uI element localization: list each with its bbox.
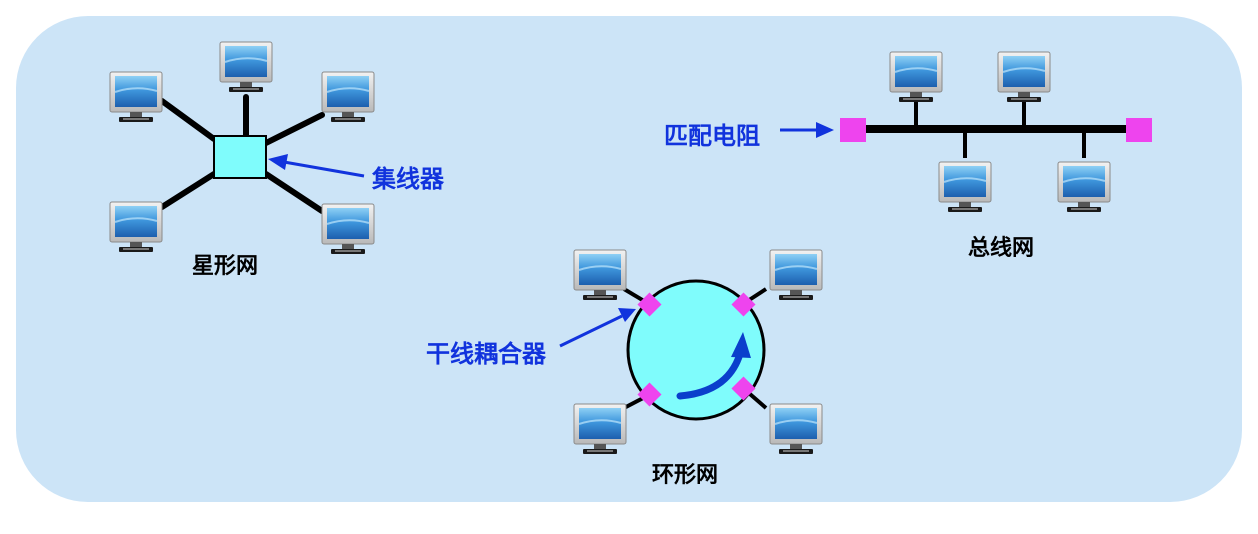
terminator-icon bbox=[1126, 118, 1152, 142]
background-panel bbox=[16, 16, 1242, 502]
hub-icon bbox=[213, 135, 267, 179]
ring-network: 干线耦合器 环形网 bbox=[426, 249, 823, 488]
bus-drop-cables bbox=[914, 100, 1086, 158]
coupler-pointer-arrow bbox=[559, 314, 623, 348]
terminator-icon bbox=[840, 118, 866, 142]
direction-arrowhead bbox=[731, 332, 751, 358]
direction-arrow-icon bbox=[676, 350, 744, 400]
bus-network-title: 总线网 bbox=[968, 235, 1034, 261]
star-network-title: 星形网 bbox=[192, 254, 258, 279]
bus-network: 匹配电阻 总线网 bbox=[664, 51, 1152, 261]
terminator-pointer-arrowhead bbox=[816, 122, 834, 138]
hub-pointer-arrowhead bbox=[268, 154, 288, 170]
star-cables bbox=[159, 94, 325, 214]
coupler-pointer-arrowhead bbox=[618, 308, 636, 322]
coupler-label: 干线耦合器 bbox=[426, 340, 547, 368]
hub-label: 集线器 bbox=[371, 165, 445, 193]
hub-pointer-arrow bbox=[283, 160, 365, 178]
terminator-label: 匹配电阻 bbox=[664, 122, 760, 150]
star-network: 集线器 星形网 bbox=[109, 41, 445, 279]
ring-network-title: 环形网 bbox=[652, 463, 718, 488]
ring-icon bbox=[626, 279, 766, 421]
